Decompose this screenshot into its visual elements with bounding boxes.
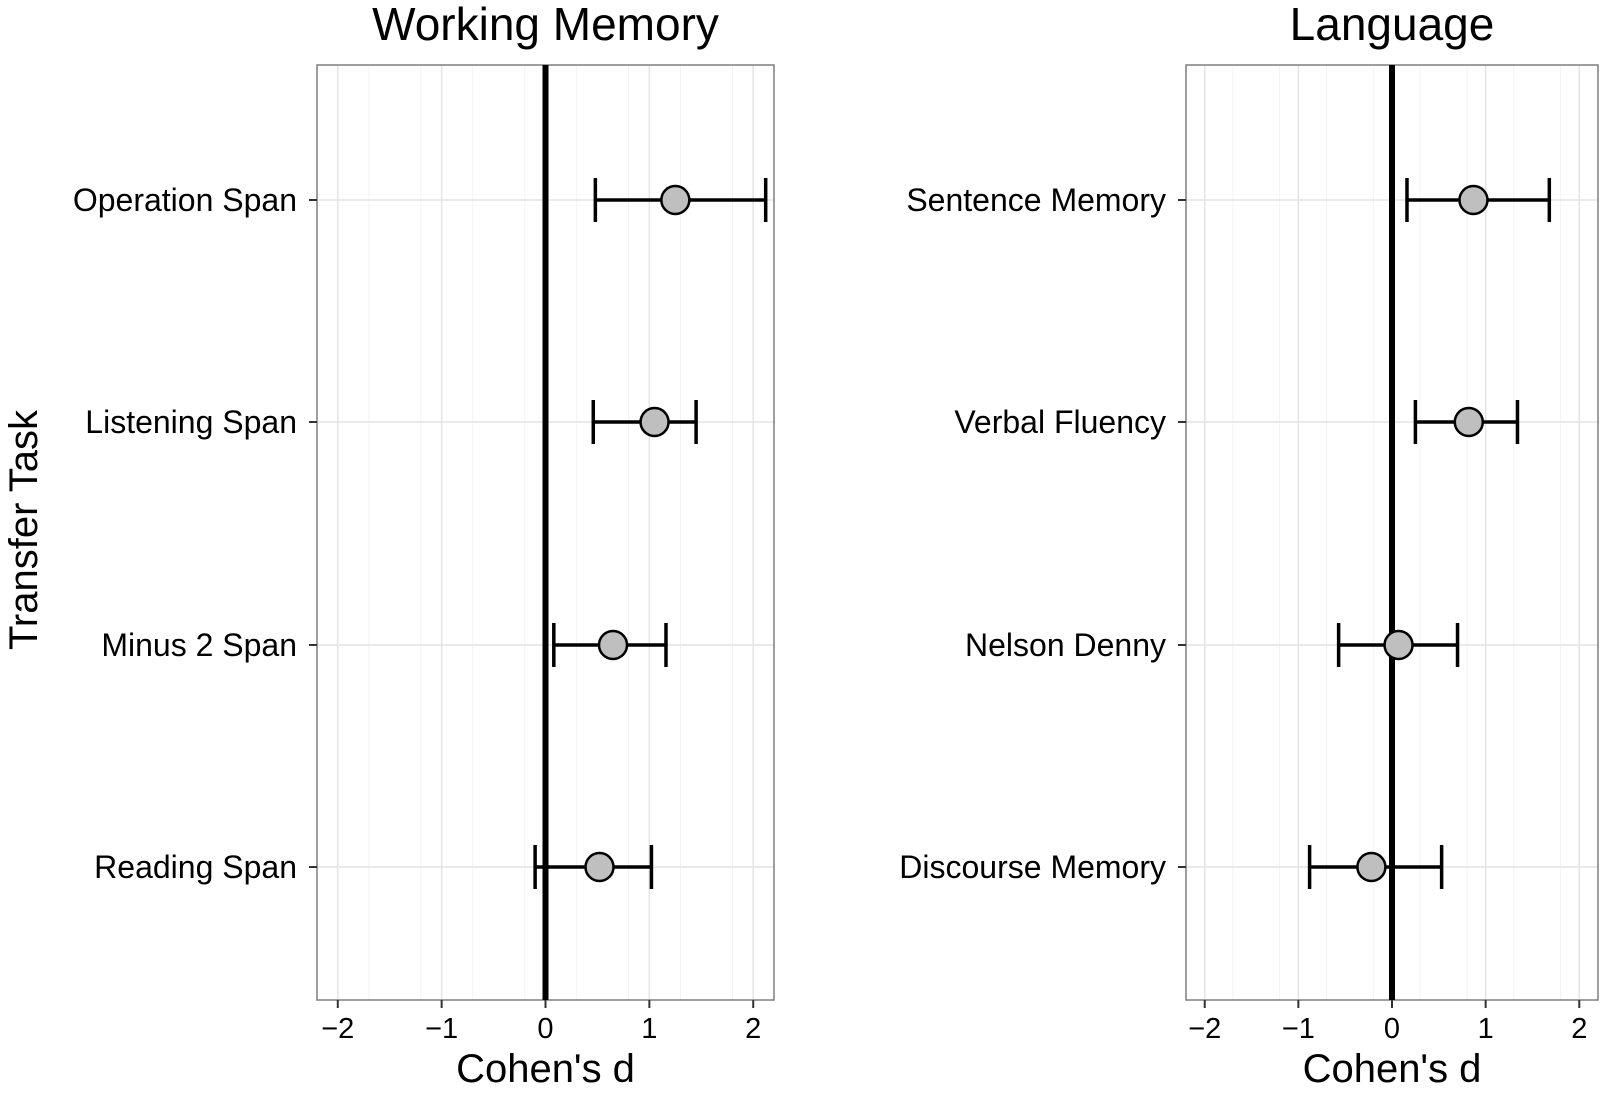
panel1-x-tick-label: 1 [1478, 1013, 1494, 1045]
panel1-x-tick-label: −2 [1188, 1013, 1221, 1045]
panel1-category-label: Discourse Memory [899, 849, 1166, 885]
panel1-x-tick-label: 0 [1384, 1013, 1400, 1045]
y-axis-title: Transfer Task [2, 409, 46, 650]
panel1-x-tick-label: −1 [1282, 1013, 1315, 1045]
panel1-category-label: Nelson Denny [965, 627, 1166, 663]
panel0-x-axis-title: Cohen's d [456, 1047, 635, 1091]
panel0-estimate-point [584, 851, 615, 883]
panel0-x-tick-label: −2 [321, 1013, 354, 1045]
panel0-category-label: Listening Span [85, 404, 297, 440]
panel0-title: Working Memory [372, 0, 719, 50]
panel0-category-label: Operation Span [73, 182, 297, 218]
panel0-category-label: Minus 2 Span [101, 627, 297, 663]
panel1-estimate-point [1458, 184, 1489, 216]
panel1-x-axis-title: Cohen's d [1303, 1047, 1482, 1091]
panel0-estimate-point [639, 406, 670, 438]
panel1-estimate-point [1356, 851, 1387, 883]
panel0-estimate-point [597, 629, 629, 661]
panel1-category-label: Verbal Fluency [954, 404, 1166, 440]
panel1-title: Language [1290, 0, 1495, 50]
panel1-estimate-point [1383, 629, 1414, 661]
panel0-x-tick-label: −1 [425, 1013, 458, 1045]
panel1-estimate-point [1453, 406, 1485, 438]
panel1-x-tick-label: 2 [1571, 1013, 1587, 1045]
panel0-x-tick-label: 0 [537, 1013, 553, 1045]
panel0-x-tick-label: 1 [641, 1013, 657, 1045]
panel1-category-label: Sentence Memory [906, 182, 1166, 218]
panel0-x-tick-label: 2 [745, 1013, 761, 1045]
panel0-category-label: Reading Span [94, 849, 297, 885]
panel0-estimate-point [660, 184, 691, 216]
